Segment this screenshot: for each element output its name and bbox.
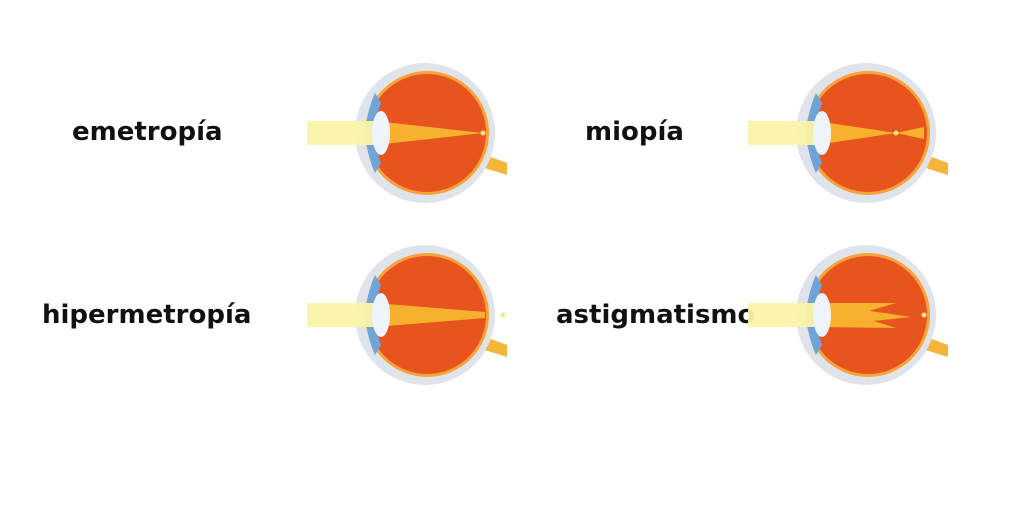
lens xyxy=(813,111,831,155)
lens xyxy=(372,111,390,155)
label-astigmatismo: astigmatismo xyxy=(556,300,756,330)
refracted-rays xyxy=(816,303,911,328)
eye-3 xyxy=(748,245,948,385)
refracted-rays xyxy=(816,121,924,145)
light-beam xyxy=(307,303,375,327)
focal-point xyxy=(921,312,927,318)
label-hipermetropia: hipermetropía xyxy=(42,300,252,330)
label-miopia: miopía xyxy=(585,117,684,147)
eye-1 xyxy=(748,63,948,203)
eye-0 xyxy=(307,63,507,203)
light-beam xyxy=(748,121,816,145)
label-emetropia: emetropía xyxy=(72,117,223,147)
focal-point xyxy=(893,130,899,136)
refracted-rays xyxy=(375,121,483,145)
light-beam xyxy=(307,121,375,145)
focal-point xyxy=(480,130,486,136)
lens xyxy=(813,293,831,337)
eye-2 xyxy=(307,245,507,385)
lens xyxy=(372,293,390,337)
light-beam xyxy=(748,303,816,327)
refracted-rays xyxy=(375,303,485,327)
focal-point xyxy=(500,312,506,318)
